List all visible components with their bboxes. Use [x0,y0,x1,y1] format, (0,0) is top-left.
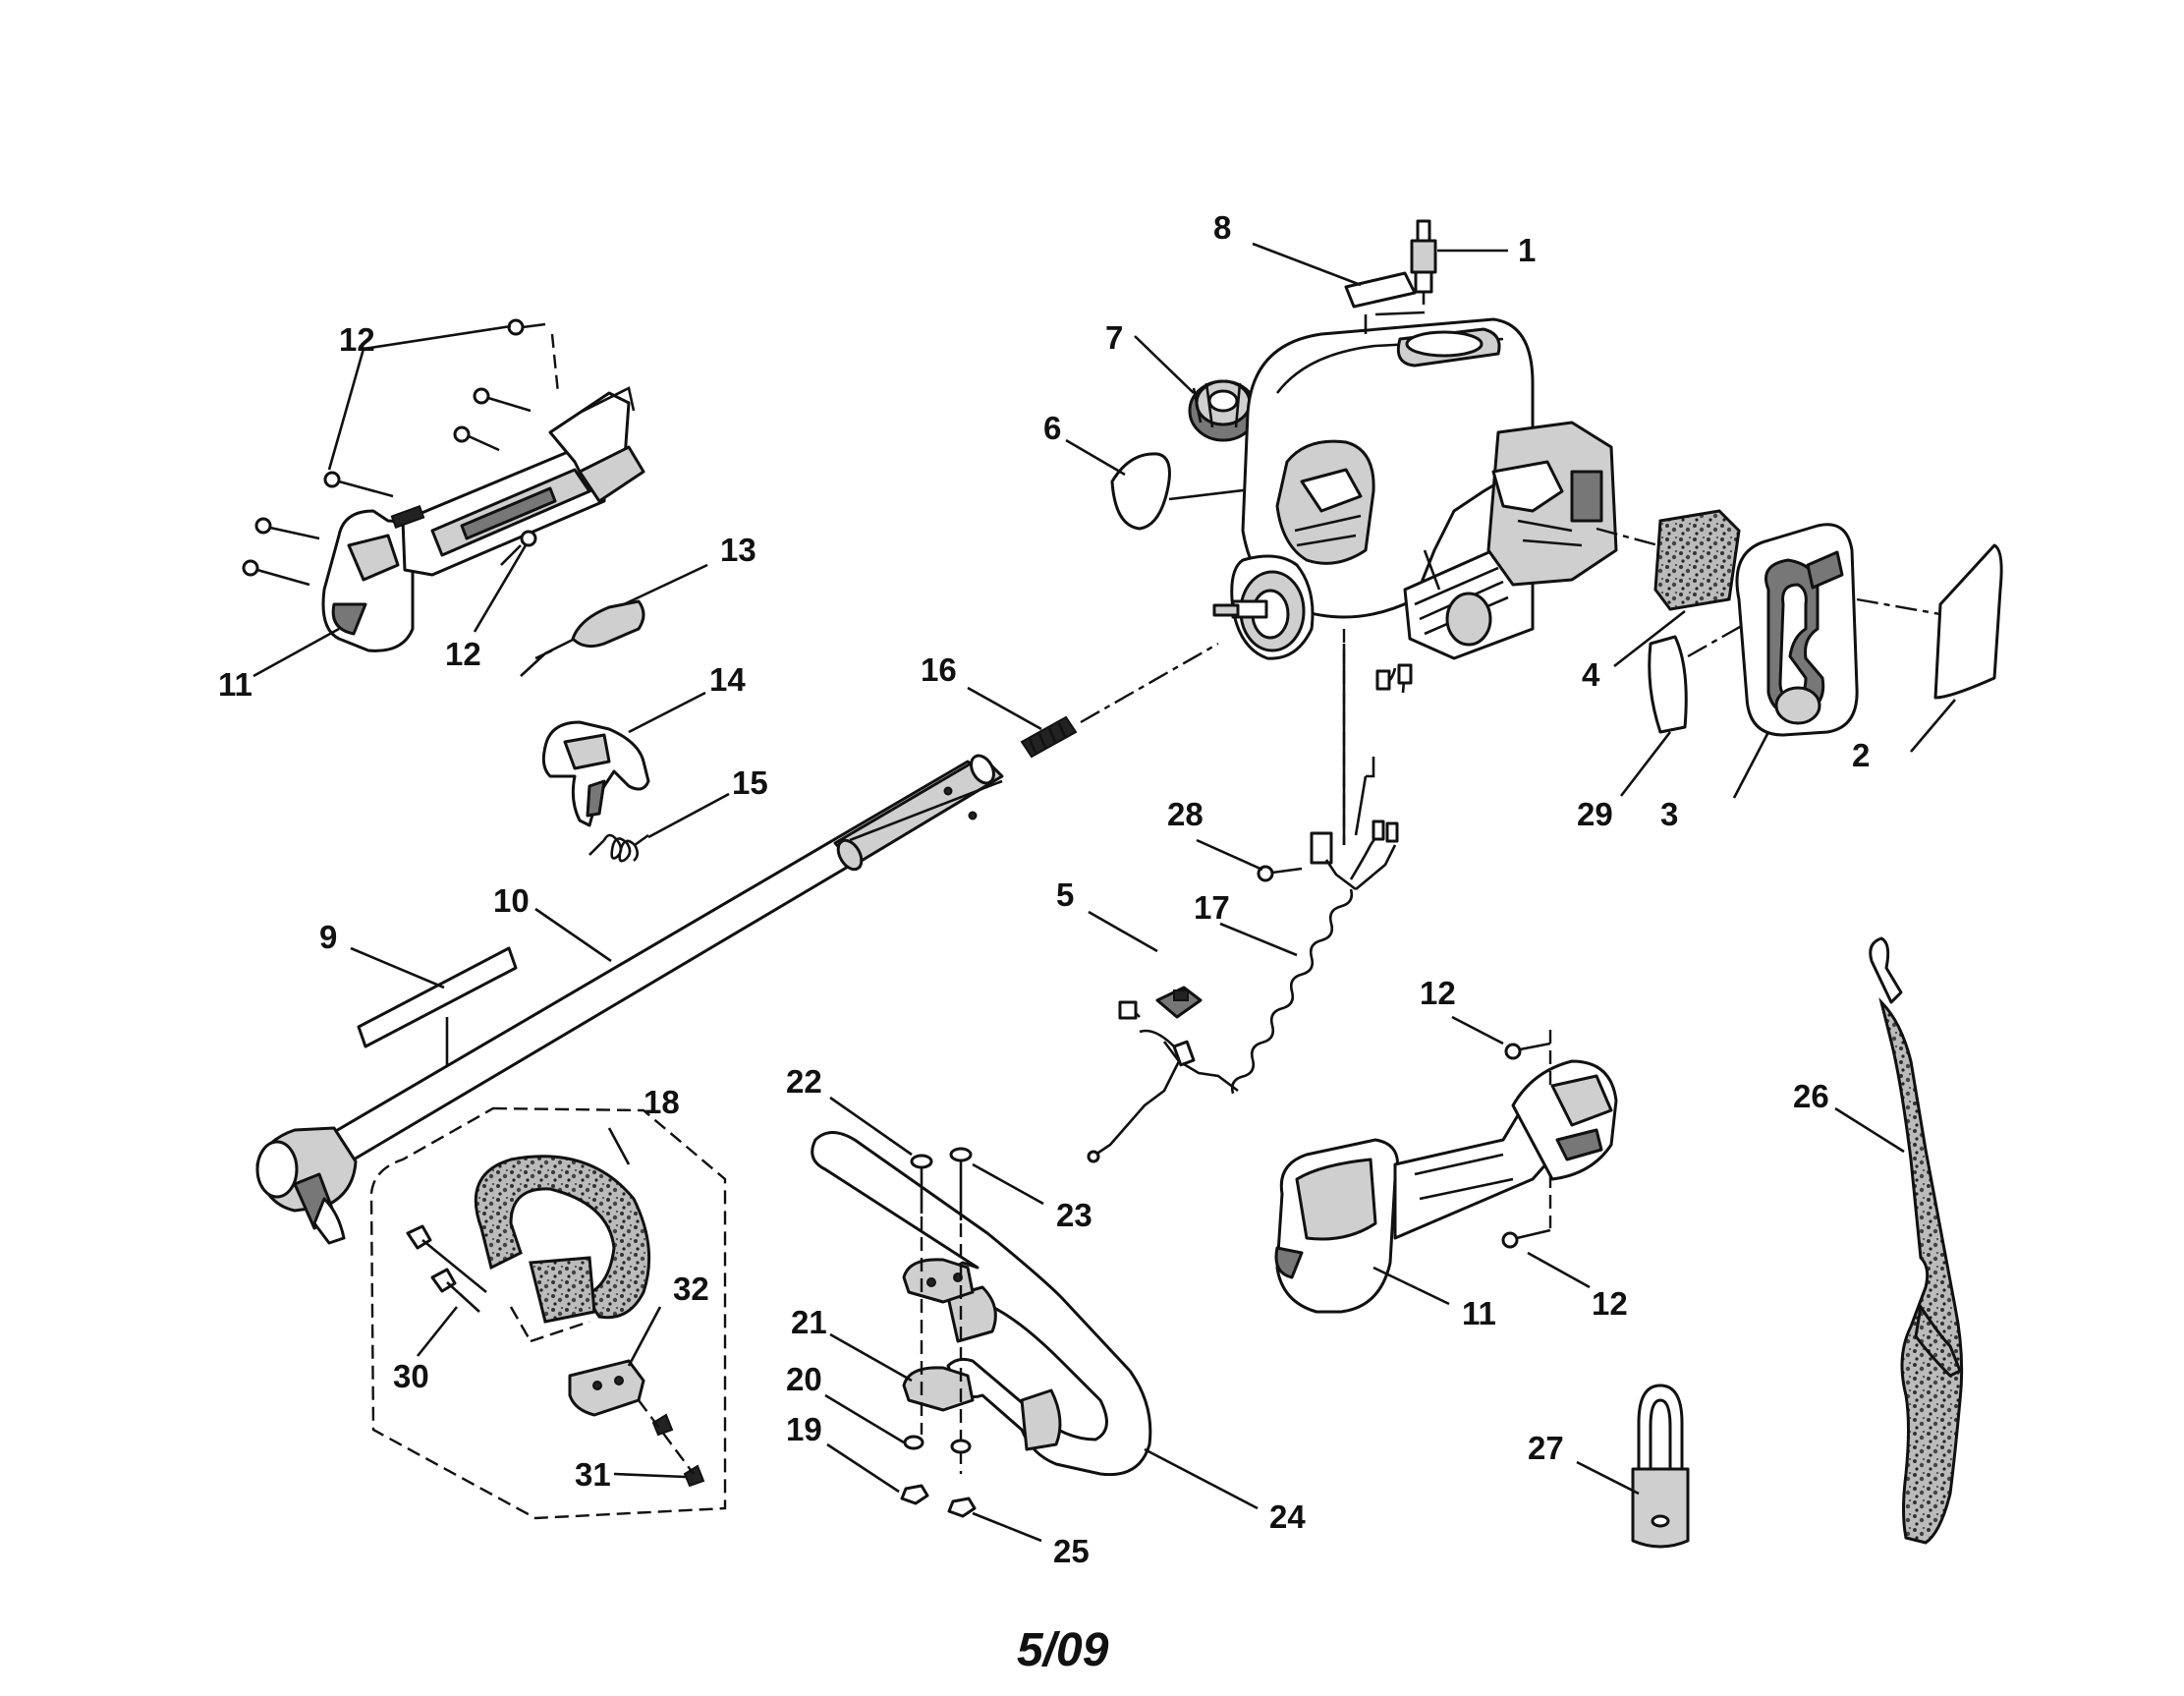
callout-8: 8 [1213,209,1231,246]
filter-plate-icon [1933,543,2003,700]
callout-12b: 12 [445,636,481,672]
bolt-icon [406,1224,487,1313]
callout-17: 17 [1194,889,1230,926]
wing-nut-icon [651,1413,705,1488]
engine-icon [1212,311,1618,694]
screw-icon [242,318,546,587]
callout-11b: 11 [1462,1295,1496,1331]
callout-5: 5 [1056,876,1074,913]
spark-plug-icon [1410,219,1437,305]
callout-26: 26 [1793,1078,1829,1114]
callout-15: 15 [732,764,768,801]
drive-shaft-tube-icon [255,754,1004,1245]
nut-icon [900,1484,977,1518]
wire-harness-icon [1087,644,1399,1163]
callout-32: 32 [673,1271,709,1307]
callout-18: 18 [644,1084,680,1120]
callout-21: 21 [791,1304,827,1340]
throttle-trigger-icon [541,720,650,827]
coupler-icon [1631,1384,1690,1549]
air-filter-icon [1653,509,1741,611]
callout-4: 4 [1582,656,1600,693]
gasket-icon [1648,635,1688,734]
callout-30: 30 [393,1358,429,1394]
j-handle-icon [811,1131,1152,1477]
callout-20: 20 [786,1361,822,1397]
callout-12a: 12 [339,321,375,358]
carriage-bolt-icon [910,1147,973,1220]
loop-handle-icon [474,1155,651,1324]
torsion-spring-icon [588,833,649,863]
screw-icon [1501,1042,1551,1249]
callout-24: 24 [1269,1498,1306,1535]
callout-3: 3 [1660,796,1678,832]
decal-icon [1344,271,1417,309]
callout-1: 1 [1518,232,1536,268]
drive-spring-icon [1020,715,1078,759]
callout-22: 22 [786,1063,822,1100]
handle-housing-icon [321,386,645,652]
callout-16: 16 [921,651,957,688]
callout-14: 14 [709,661,746,698]
callout-25: 25 [1053,1533,1090,1569]
callout-12c: 12 [1420,975,1456,1011]
callout-9: 9 [319,919,337,955]
air-filter-cover-icon [1735,523,1859,737]
washer-icon [903,1435,972,1454]
callout-29: 29 [1577,796,1613,832]
callout-23: 23 [1056,1197,1092,1233]
stop-switch-icon [1155,986,1203,1019]
shaft-decal-icon [357,946,518,1048]
handle-housing-icon [1274,1059,1618,1314]
callout-19: 19 [786,1411,822,1447]
label-icon [1110,452,1171,531]
callout-10: 10 [493,882,530,919]
clamp-icon [568,1359,645,1417]
callout-31: 31 [575,1456,611,1493]
callout-6: 6 [1043,410,1061,446]
callout-11a: 11 [218,666,252,703]
callout-7: 7 [1105,319,1123,356]
revision-date: 5/09 [1017,1624,1109,1676]
callout-13: 13 [720,532,756,568]
shoulder-strap-icon [1869,936,1964,1545]
kit-boundary [369,1106,727,1520]
callout-27: 27 [1528,1430,1564,1466]
screw-icon [1257,865,1303,882]
callout-12d: 12 [1592,1285,1628,1322]
throttle-cable-icon [520,599,645,677]
callout-28: 28 [1167,796,1204,832]
callout-2: 2 [1852,737,1870,773]
